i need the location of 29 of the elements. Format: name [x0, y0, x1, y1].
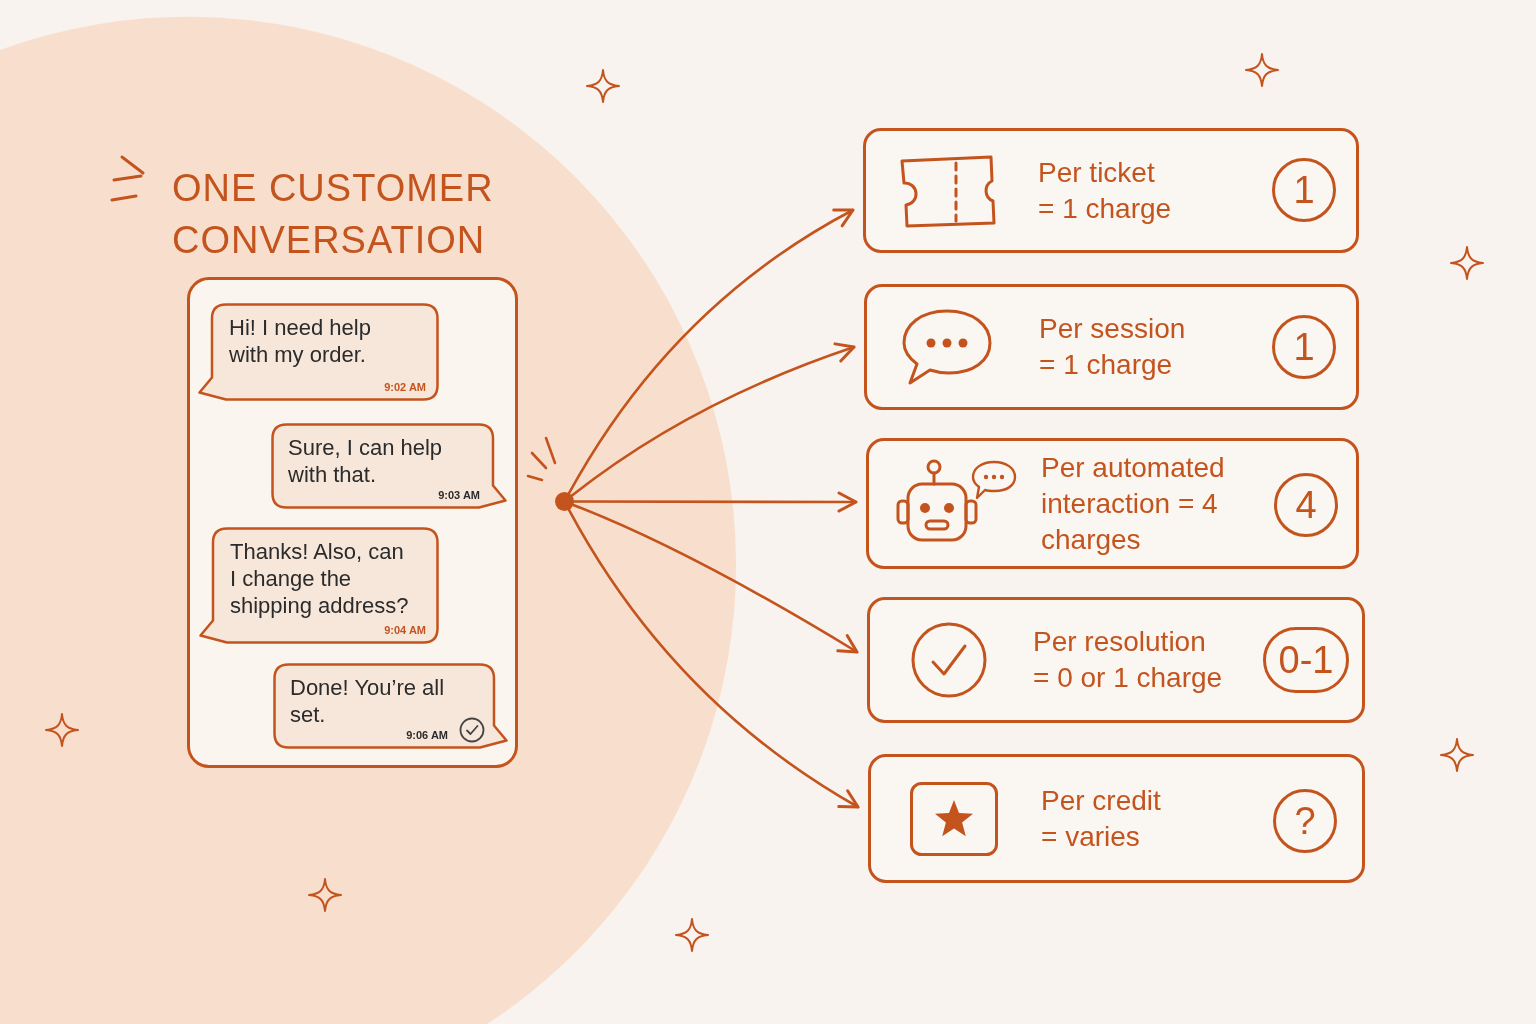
- message-text: Hi! I need help with my order.: [229, 314, 372, 368]
- pricing-text: Per ticket = 1 charge: [1038, 155, 1173, 226]
- chat-bubble: [198, 303, 439, 401]
- pricing-card: [867, 597, 1365, 723]
- pricing-text: Per credit = varies: [1041, 783, 1162, 854]
- pricing-card: [863, 128, 1359, 253]
- arrow: [567, 208, 855, 495]
- diagram-title: ONE CUSTOMER CONVERSATION: [172, 166, 495, 263]
- pricing-text: Per session = 1 charge: [1039, 312, 1187, 382]
- pricing-card: [868, 754, 1365, 883]
- chat-bubble: [273, 663, 508, 749]
- chat-bubble: [199, 527, 439, 644]
- timestamp: 9:06 AM: [406, 728, 448, 742]
- pricing-card: [864, 284, 1359, 410]
- pricing-card: [866, 438, 1359, 569]
- message-text: Sure, I can help with that.: [288, 434, 444, 488]
- pricing-text: Per resolution = 0 or 1 charge: [1033, 625, 1224, 695]
- arrow: [572, 491, 858, 513]
- timestamp: 9:04 AM: [384, 623, 426, 637]
- chat-bubble: [271, 423, 507, 509]
- timestamp: 9:03 AM: [438, 488, 480, 502]
- arrow: [567, 508, 860, 809]
- arrow: [570, 342, 856, 497]
- chat-window: [187, 277, 518, 768]
- timestamp: 9:02 AM: [384, 380, 426, 394]
- pricing-text: Per automated interaction = 4 charges: [1041, 450, 1226, 557]
- arrow: [572, 503, 859, 654]
- message-text: Done! You’re all set.: [290, 674, 446, 728]
- message-text: Thanks! Also, can I change the shipping address?: [230, 538, 410, 619]
